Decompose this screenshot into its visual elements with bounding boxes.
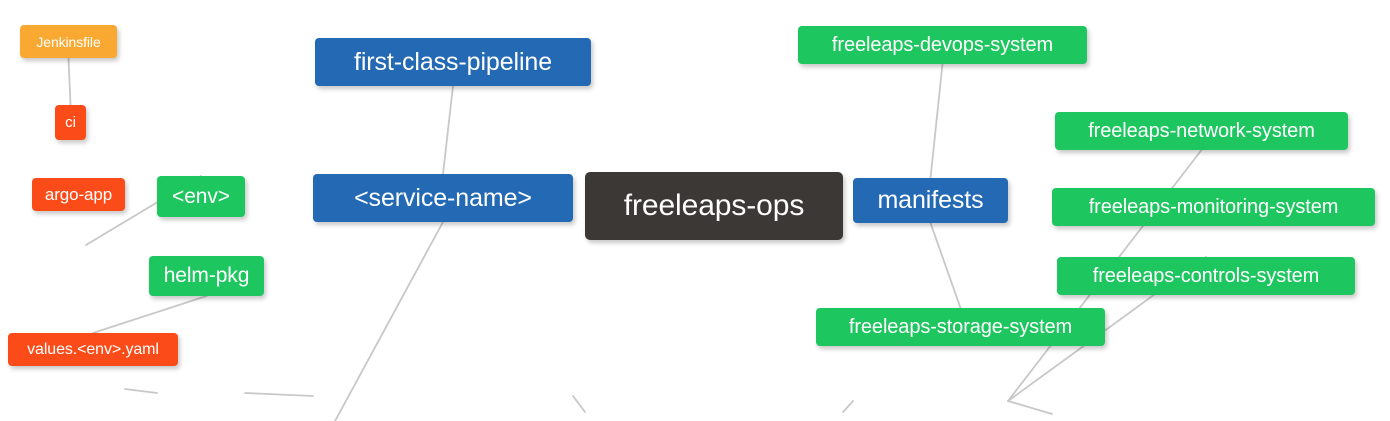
node-label: freeleaps-monitoring-system (1088, 195, 1339, 218)
node-manifests[interactable]: manifests (853, 178, 1008, 223)
edge-helm_pkg-to-values_yaml (92, 295, 208, 334)
node-label: manifests (877, 186, 984, 214)
edge-service_name-to-first_class_pipeline (442, 85, 454, 175)
node-freeleaps-storage-system[interactable]: freeleaps-storage-system (816, 308, 1105, 346)
edge-manifests-to-storage_system (929, 222, 962, 309)
edge-root-to-manifests (842, 400, 854, 413)
node-first-class-pipeline[interactable]: first-class-pipeline (315, 38, 591, 86)
node-label: freeleaps-network-system (1088, 119, 1315, 142)
node-freeleaps-monitoring-system[interactable]: freeleaps-monitoring-system (1052, 188, 1375, 226)
node-label: <service-name> (354, 183, 532, 212)
edge-manifests-to-devops_system (929, 63, 944, 179)
edge-root-to-service_name (572, 395, 586, 413)
node-label: Jenkinsfile (36, 33, 101, 50)
node-label: freeleaps-ops (623, 189, 805, 222)
node-label: freeleaps-storage-system (848, 315, 1073, 338)
node-label: ci (65, 114, 76, 131)
node-service-name[interactable]: <service-name> (313, 174, 573, 222)
node-freeleaps-controls-system[interactable]: freeleaps-controls-system (1057, 257, 1355, 295)
node-env[interactable]: <env> (157, 176, 245, 217)
node-freeleaps-network-system[interactable]: freeleaps-network-system (1055, 112, 1348, 150)
node-label: values.<env>.yaml (27, 340, 159, 358)
node-label: freeleaps-devops-system (831, 33, 1054, 56)
node-values-env-yaml[interactable]: values.<env>.yaml (8, 333, 178, 366)
node-label: argo-app (44, 184, 113, 204)
node-label: first-class-pipeline (353, 47, 553, 76)
node-jenkinsfile[interactable]: Jenkinsfile (20, 25, 117, 58)
edge-service_name-to-env (244, 392, 314, 397)
edge-env-to-argo_app (124, 388, 158, 394)
edge-ci-to-jenkinsfile (67, 57, 72, 106)
node-freeleaps-devops-system[interactable]: freeleaps-devops-system (798, 26, 1087, 64)
node-label: <env> (172, 184, 230, 208)
node-freeleaps-ops[interactable]: freeleaps-ops (585, 172, 843, 240)
node-ci[interactable]: ci (55, 105, 86, 140)
node-label: helm-pkg (163, 264, 250, 287)
node-label: freeleaps-controls-system (1092, 264, 1320, 287)
node-helm-pkg[interactable]: helm-pkg (149, 256, 264, 296)
edge-manifests-to-monitoring_system (1007, 400, 1053, 415)
node-argo-app[interactable]: argo-app (32, 178, 125, 211)
edge-service_name-to-helm_pkg (334, 221, 444, 421)
